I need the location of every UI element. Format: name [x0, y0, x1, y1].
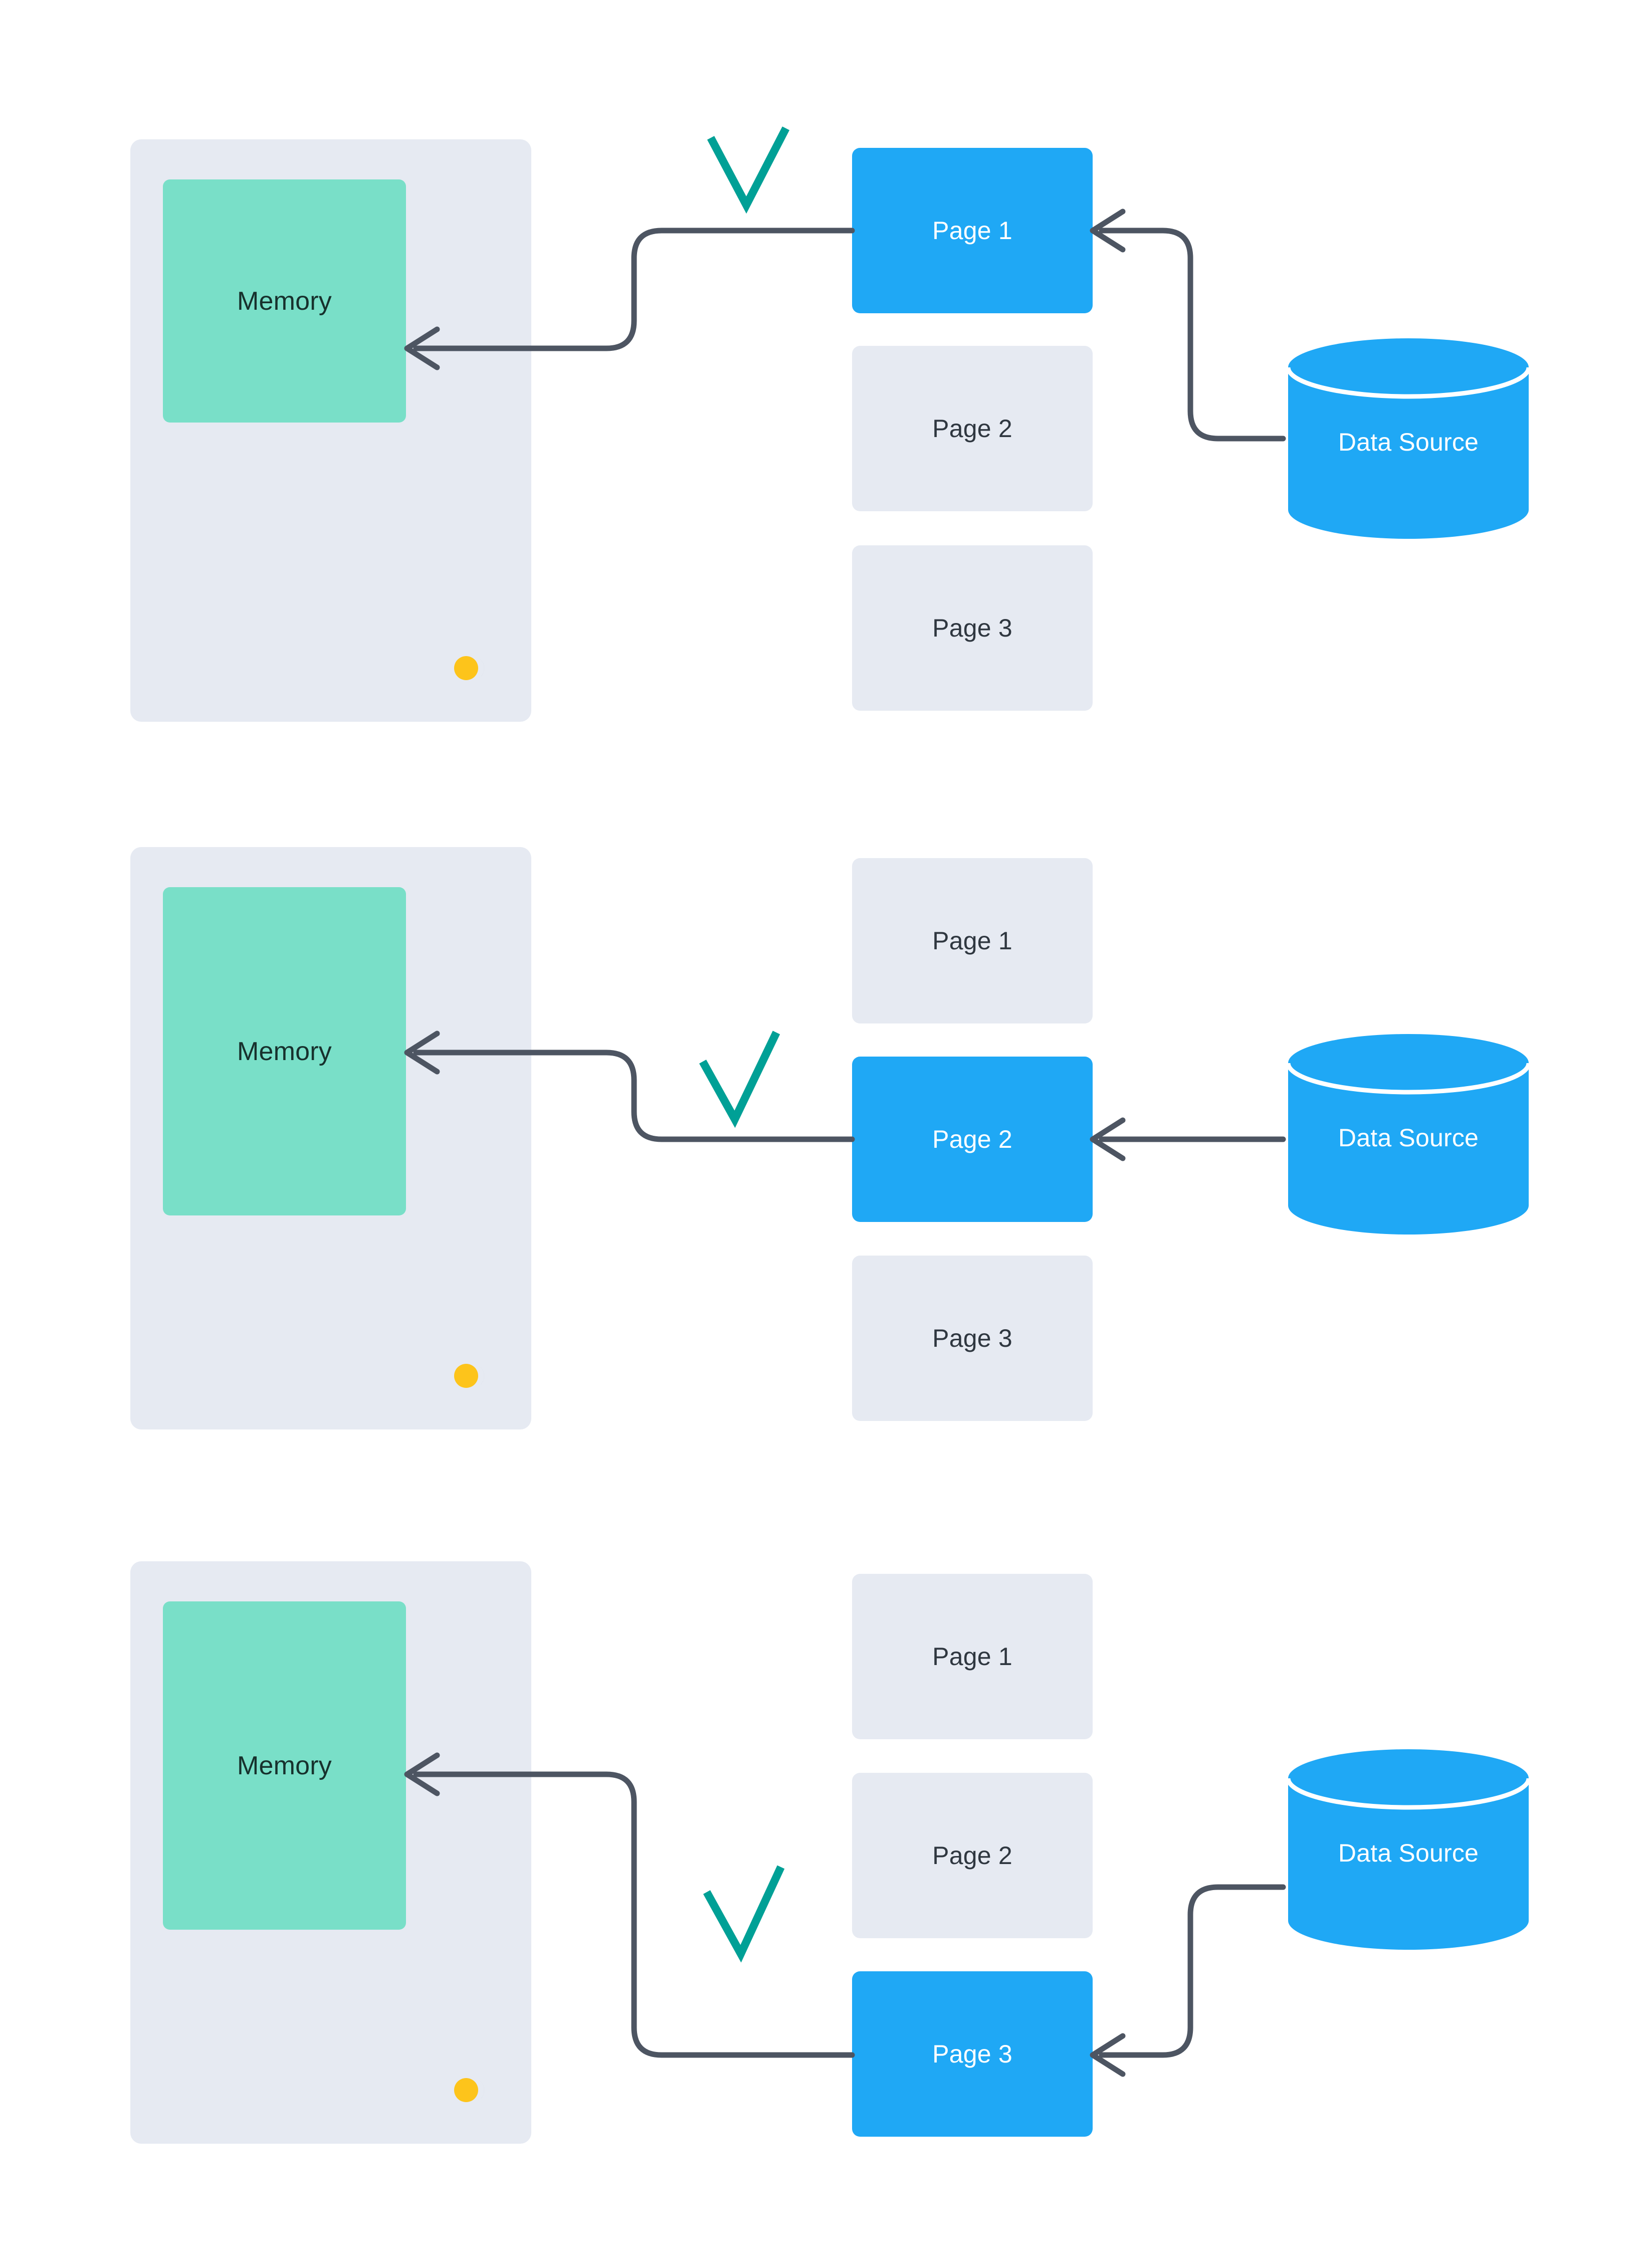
connector-datasource-to-page3-step-3	[1090, 1884, 1286, 2077]
page-card-step-1-page-1[interactable]: Page 1	[852, 148, 1093, 313]
page-card-step-1-page-3[interactable]: Page 3	[852, 545, 1093, 711]
page-card-label: Page 3	[932, 614, 1012, 642]
page-card-label: Page 1	[932, 217, 1012, 245]
data-source-step-2[interactable]: Data Source	[1283, 1034, 1534, 1235]
memory-block-step-2: Memory	[163, 887, 406, 1215]
data-source-step-1[interactable]: Data Source	[1283, 338, 1534, 539]
connector-datasource-to-page1-step-1	[1090, 209, 1286, 442]
connector-datasource-to-page2-step-2	[1090, 1117, 1286, 1161]
brand-logo-icon	[454, 1355, 488, 1396]
page-card-label: Page 2	[932, 1125, 1012, 1153]
memory-label: Memory	[237, 1751, 332, 1780]
memory-panel-step-3: Memory	[130, 1561, 531, 2144]
check-icon-step-1	[707, 126, 790, 214]
check-icon-step-3	[703, 1865, 785, 1963]
page-card-step-3-page-1[interactable]: Page 1	[852, 1574, 1093, 1739]
memory-panel-step-1: Memory	[130, 139, 531, 722]
page-card-label: Page 2	[932, 415, 1012, 443]
check-icon-step-2	[699, 1031, 780, 1128]
page-card-label: Page 3	[932, 2040, 1012, 2068]
page-card-step-2-page-2[interactable]: Page 2	[852, 1057, 1093, 1222]
brand-logo-icon	[454, 648, 488, 689]
page-card-step-2-page-1[interactable]: Page 1	[852, 858, 1093, 1023]
memory-block-step-1: Memory	[163, 179, 406, 423]
data-source-label: Data Source	[1338, 1124, 1479, 1152]
page-card-label: Page 2	[932, 1841, 1012, 1870]
data-source-label: Data Source	[1338, 1839, 1479, 1867]
page-card-label: Page 1	[932, 927, 1012, 955]
memory-label: Memory	[237, 1037, 332, 1066]
memory-panel-step-2: Memory	[130, 847, 531, 1429]
memory-label: Memory	[237, 286, 332, 316]
page-card-step-1-page-2[interactable]: Page 2	[852, 346, 1093, 511]
page-card-label: Page 3	[932, 1324, 1012, 1352]
page-card-step-2-page-3[interactable]: Page 3	[852, 1256, 1093, 1421]
page-card-step-3-page-3[interactable]: Page 3	[852, 1971, 1093, 2137]
page-card-label: Page 1	[932, 1642, 1012, 1671]
brand-logo-icon	[454, 2070, 488, 2111]
data-source-step-3[interactable]: Data Source	[1283, 1749, 1534, 1950]
memory-block-step-3: Memory	[163, 1601, 406, 1930]
page-card-step-3-page-2[interactable]: Page 2	[852, 1773, 1093, 1938]
data-source-label: Data Source	[1338, 428, 1479, 456]
